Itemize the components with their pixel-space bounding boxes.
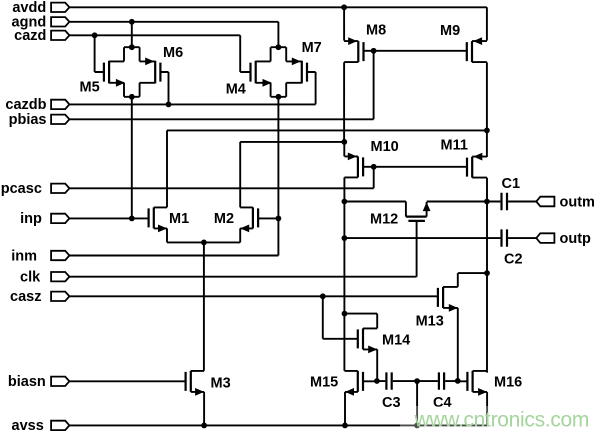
svg-text:inm: inm [11, 248, 37, 264]
svg-text:M11: M11 [441, 138, 468, 154]
svg-text:M8: M8 [366, 23, 386, 39]
svg-text:www.cntronics.com: www.cntronics.com [414, 409, 590, 432]
svg-text:M13: M13 [416, 314, 444, 330]
svg-text:C2: C2 [504, 252, 523, 268]
svg-text:M12: M12 [370, 212, 398, 228]
svg-text:M14: M14 [382, 333, 410, 349]
svg-text:M4: M4 [226, 82, 246, 98]
svg-text:pbias: pbias [9, 112, 47, 128]
svg-text:agnd: agnd [12, 15, 47, 31]
svg-text:avdd: avdd [12, 0, 46, 16]
svg-text:M5: M5 [80, 79, 100, 95]
svg-text:M1: M1 [169, 211, 189, 227]
svg-text:M9: M9 [440, 23, 460, 39]
svg-text:C1: C1 [502, 176, 521, 192]
svg-text:clk: clk [20, 270, 41, 286]
svg-text:pcasc: pcasc [1, 181, 42, 197]
svg-text:C4: C4 [433, 395, 452, 411]
svg-text:M15: M15 [310, 375, 338, 391]
svg-text:M7: M7 [302, 40, 322, 56]
svg-text:inp: inp [20, 211, 42, 227]
svg-text:M3: M3 [211, 376, 231, 392]
svg-text:cazd: cazd [14, 28, 46, 44]
svg-text:C3: C3 [382, 395, 401, 411]
svg-text:M16: M16 [494, 374, 522, 390]
svg-text:M6: M6 [163, 45, 183, 61]
svg-text:outm: outm [560, 194, 595, 210]
svg-text:M10: M10 [371, 139, 399, 155]
svg-text:M2: M2 [214, 211, 234, 227]
svg-text:avss: avss [12, 418, 44, 434]
svg-text:cazdb: cazdb [5, 97, 46, 113]
svg-text:biasn: biasn [8, 374, 46, 390]
svg-text:outp: outp [560, 231, 592, 247]
svg-text:casz: casz [10, 289, 41, 305]
